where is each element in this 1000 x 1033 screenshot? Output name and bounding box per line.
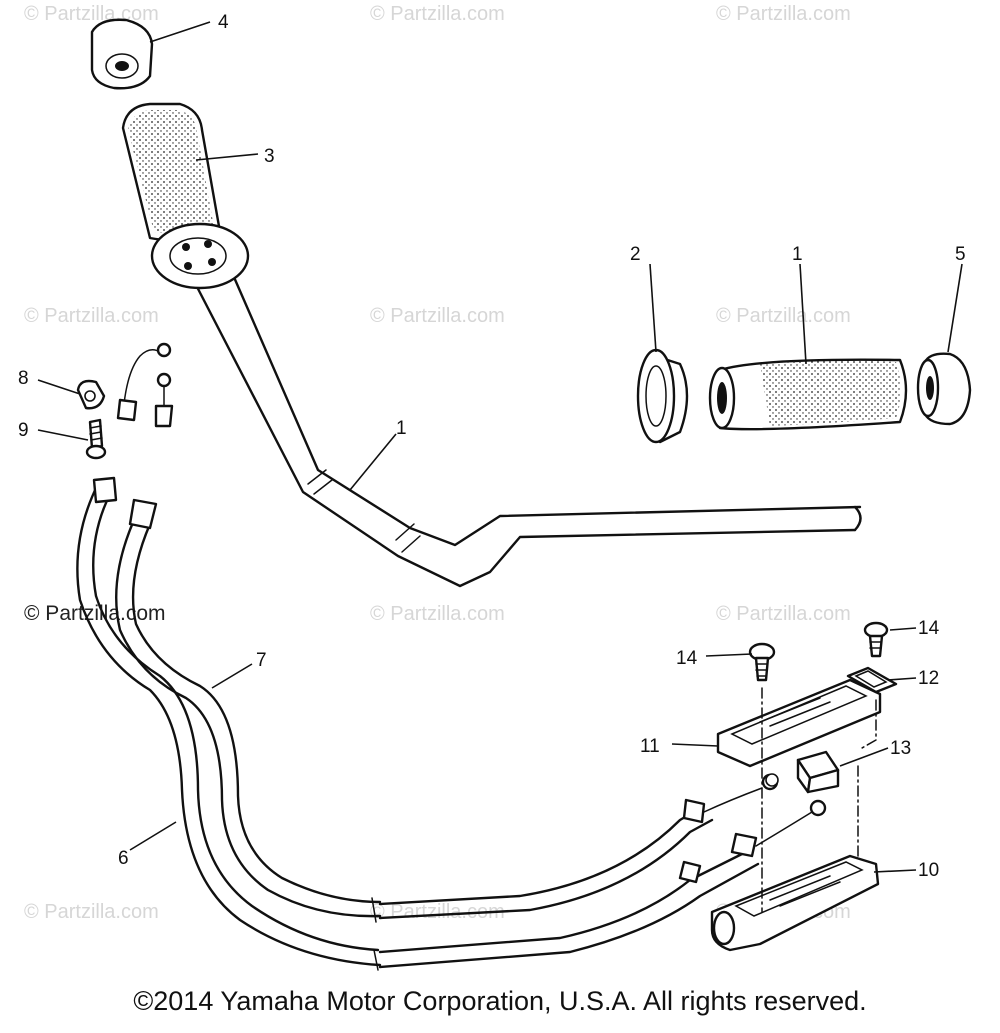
assembly-lines — [761, 687, 877, 913]
watermark: © Partzilla.com — [370, 603, 505, 625]
callout-labels: 4 3 1 2 1 5 8 9 7 6 14 14 12 13 11 10 — [18, 12, 966, 881]
plate-12 — [846, 666, 898, 694]
callout-14: 14 — [918, 618, 940, 639]
watermark: © Partzilla.com — [370, 305, 505, 327]
watermark-dark: © Partzilla.com — [24, 602, 166, 625]
screw-9 — [85, 418, 107, 460]
callout-5: 4 — [218, 12, 229, 33]
watermark: © Partzilla.com — [24, 901, 159, 923]
throttle-housing-upper — [716, 678, 882, 787]
callout-3: 2 — [630, 244, 641, 265]
callout-6: 6 — [118, 848, 129, 869]
callout-8: 8 — [18, 368, 29, 389]
screw-14b — [863, 621, 889, 658]
throttle-cables — [76, 342, 827, 971]
callout-13: 13 — [890, 738, 911, 759]
copyright-notice: ©2014 Yamaha Motor Corporation, U.S.A. A… — [133, 986, 867, 1016]
grip-end-right — [916, 352, 972, 426]
watermark: © Partzilla.com — [716, 305, 851, 327]
watermark: © Partzilla.com — [716, 603, 851, 625]
watermark: © Partzilla.com — [24, 305, 159, 327]
right-grip — [708, 358, 908, 431]
cable-clamp — [76, 379, 106, 410]
block-13 — [796, 750, 840, 794]
screw-14a — [748, 642, 776, 682]
callout-7: 7 — [256, 650, 267, 671]
callout-2: 1 — [792, 244, 803, 265]
watermark: © Partzilla.com — [370, 3, 505, 25]
callout-11: 11 — [640, 736, 660, 757]
callout-5: 5 — [955, 244, 966, 265]
watermark: © Partzilla.com — [24, 3, 159, 25]
leader-lines — [37, 21, 963, 873]
callout-10: 10 — [918, 860, 939, 881]
callout-14: 14 — [676, 648, 698, 669]
grip-end-left — [90, 18, 154, 90]
callout-4: 3 — [264, 146, 275, 167]
watermark: © Partzilla.com — [716, 3, 851, 25]
callout-9: 9 — [18, 420, 29, 441]
callout-12: 12 — [918, 668, 939, 689]
throttle-housing-lower — [710, 854, 880, 952]
left-grip — [121, 102, 250, 290]
throttle-collar — [636, 348, 689, 444]
callout-1: 1 — [396, 418, 407, 439]
